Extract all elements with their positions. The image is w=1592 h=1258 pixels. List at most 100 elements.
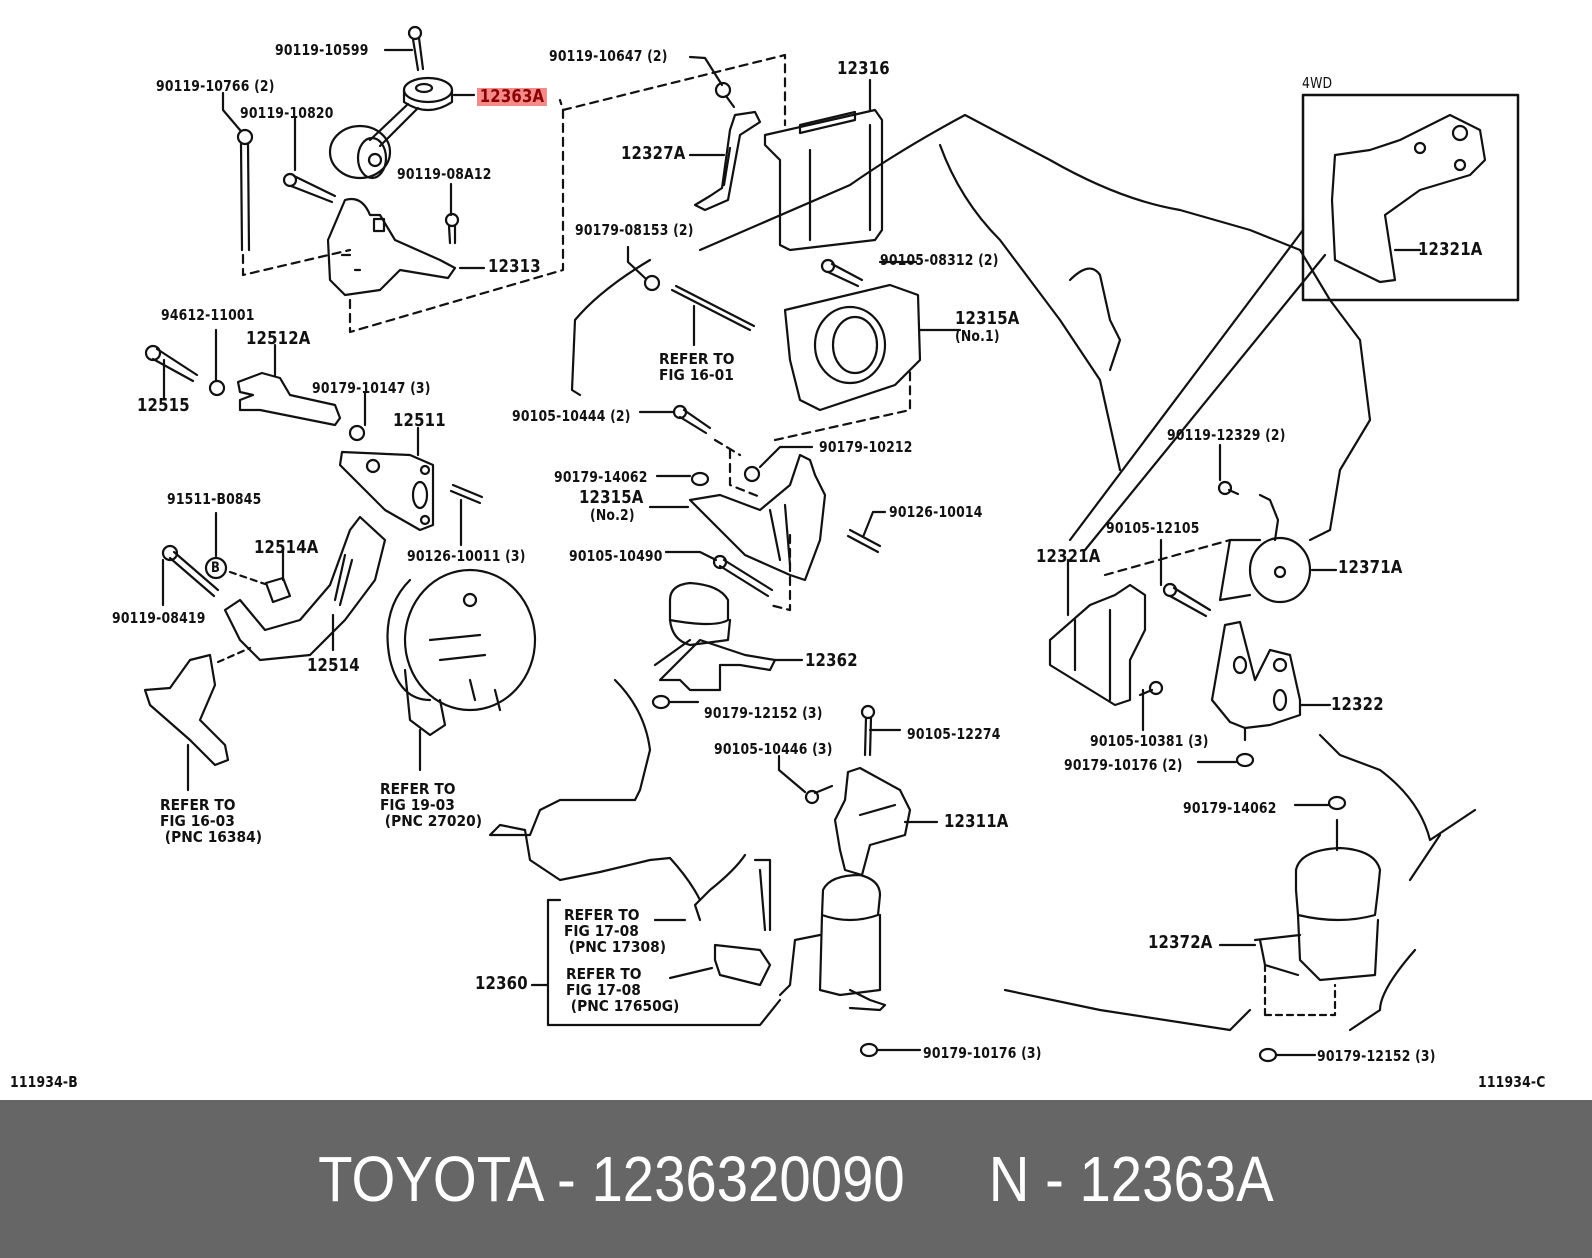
label-90105-10381[interactable]: 90105-10381 (3) [1090,732,1209,750]
label-12315A-no2-sub: (No.2) [590,506,635,524]
footer-ref-prefix: N [988,1143,1030,1215]
label-90179-10176-b[interactable]: 90179-10176 (2) [1064,756,1183,774]
part-bolt-90119-10599 [407,25,425,72]
label-12371A[interactable]: 12371A [1338,557,1403,578]
part-bolt-90119-10766 [236,128,254,252]
part-alternator-ref-19-03 [386,568,537,772]
part-12321A-bracket [1048,558,1147,707]
part-12371A-mount [1218,493,1338,604]
part-washer-94612-11001 [208,328,226,397]
ref-fig-17-08-b[interactable]: REFER TO FIG 17-08 (PNC 17650G) [566,965,680,1015]
label-90105-12274[interactable]: 90105-12274 [907,725,1001,743]
body-outline-right [1003,733,1477,1032]
label-90179-14062-a[interactable]: 90179-14062 [554,468,648,486]
part-bolt-90105-12274 [860,704,902,757]
label-90179-10147[interactable]: 90179-10147 (3) [312,379,431,397]
part-bolt-90105-08312 [820,258,918,288]
part-bolt-90105-12105 [1159,538,1212,618]
part-stud-ref-16-01 [670,284,756,347]
label-12316[interactable]: 12316 [837,58,890,79]
part-bolt-90119-12329 [1217,443,1240,496]
part-stud-90126-10014 [846,510,887,554]
footer-banner: TOYOTA - 1236320090 N - 12363A [0,1100,1592,1258]
ref-fig-17-08-a[interactable]: REFER TO FIG 17-08 (PNC 17308) [564,906,667,956]
label-94612-11001[interactable]: 94612-11001 [161,306,255,324]
label-12315A-no2[interactable]: 12315A [579,487,644,508]
footer-ref-separator: - [1045,1143,1064,1215]
part-12315A-no1-bracket [783,283,962,412]
ref-fig-16-03[interactable]: REFER TO FIG 16-03 (PNC 16384) [160,796,263,846]
label-12514[interactable]: 12514 [307,655,360,676]
label-90119-10820[interactable]: 90119-10820 [240,104,334,122]
label-91511-B0845[interactable]: 91511-B0845 [167,490,262,508]
label-90126-10014[interactable]: 90126-10014 [889,503,983,521]
part-12322-bracket [1210,620,1332,742]
label-90179-14062-b[interactable]: 90179-14062 [1183,799,1277,817]
label-12313[interactable]: 12313 [488,256,541,277]
footer-part-number: 1236320090 [591,1143,905,1215]
body-outline-left [488,678,702,902]
label-12514A[interactable]: 12514A [254,537,319,558]
engine-outline [698,113,1372,542]
part-nut-90179-08153 [626,245,661,292]
part-bolt-12515 [144,344,199,400]
part-12316-plate [763,78,884,252]
label-90119-10766[interactable]: 90119-10766 (2) [156,77,275,95]
part-bolt-90105-10444 [638,404,712,435]
label-90105-08312[interactable]: 90105-08312 (2) [880,251,999,269]
label-90179-08153[interactable]: 90179-08153 (2) [575,221,694,239]
label-90179-12152-b[interactable]: 90179-12152 (3) [1317,1047,1436,1065]
part-12311A-bracket [833,766,939,877]
part-bolt-90105-10381 [1138,680,1164,732]
dashed-line-12371A [1103,538,1232,577]
part-bolt-90105-10490 [664,550,774,598]
dashed-frame-no1 [773,368,912,442]
footer-brand: TOYOTA [318,1143,542,1215]
part-bolt-90119-10647 [688,55,736,109]
figure-id-right: 111934-C [1478,1073,1546,1091]
label-12512A[interactable]: 12512A [246,328,311,349]
label-12360[interactable]: 12360 [475,973,528,994]
ref-fig-19-03[interactable]: REFER TO FIG 19-03 (PNC 27020) [380,780,483,830]
label-90126-10011[interactable]: 90126-10011 (3) [407,547,526,565]
label-90179-10176-a[interactable]: 90179-10176 (3) [923,1044,1042,1062]
label-12327A[interactable]: 12327A [621,143,686,164]
label-12511[interactable]: 12511 [393,410,446,431]
inset-title-4wd: 4WD [1302,74,1333,92]
label-12363A-highlighted[interactable]: 12363A [477,88,547,106]
part-marker-B [204,511,267,586]
label-90119-12329[interactable]: 90119-12329 (2) [1167,426,1286,444]
label-12315A-no1[interactable]: 12315A [955,308,1020,329]
label-12322[interactable]: 12322 [1331,694,1384,715]
label-90119-10599[interactable]: 90119-10599 [275,41,369,59]
part-nut-90179-10176-b [1196,752,1255,768]
label-90105-10444[interactable]: 90105-10444 (2) [512,407,631,425]
part-nut-90179-14062-a [655,471,710,487]
ref-fig-16-01[interactable]: REFER TO FIG 16-01 [659,350,735,384]
part-12512A-bracket [236,343,342,427]
label-90119-08419[interactable]: 90119-08419 [112,609,206,627]
dashed-frame-top-left [241,98,565,334]
part-bracket-ref-17-08-b [668,943,772,987]
label-12362[interactable]: 12362 [805,650,858,671]
label-90105-10490[interactable]: 90105-10490 [569,547,663,565]
label-90119-08A12[interactable]: 90119-08A12 [397,165,492,183]
label-90105-12105[interactable]: 90105-12105 [1106,519,1200,537]
part-nut-90179-10212 [743,445,814,483]
label-12372A[interactable]: 12372A [1148,932,1213,953]
label-90179-12152-a[interactable]: 90179-12152 (3) [704,704,823,722]
label-90105-10446[interactable]: 90105-10446 (3) [714,740,833,758]
label-12515[interactable]: 12515 [137,395,190,416]
label-90119-10647[interactable]: 90119-10647 (2) [549,47,668,65]
figure-id-left: 111934-B [10,1073,78,1091]
diagram-drawing [143,25,1520,1063]
label-12311A[interactable]: 12311A [944,811,1009,832]
footer-caption: TOYOTA - 1236320090 N - 12363A [318,1142,1274,1216]
part-bolt-90119-08A12 [444,212,460,245]
part-12315A-no2-bracket [648,453,827,582]
parts-diagram: 90119-10599 90119-10766 (2) 12363A 90119… [10,25,1546,1091]
part-bracket-ref-16-03 [143,646,252,792]
label-12321A-inset[interactable]: 12321A [1418,239,1483,260]
label-90179-10212[interactable]: 90179-10212 [819,438,913,456]
label-12321A[interactable]: 12321A [1036,546,1101,567]
